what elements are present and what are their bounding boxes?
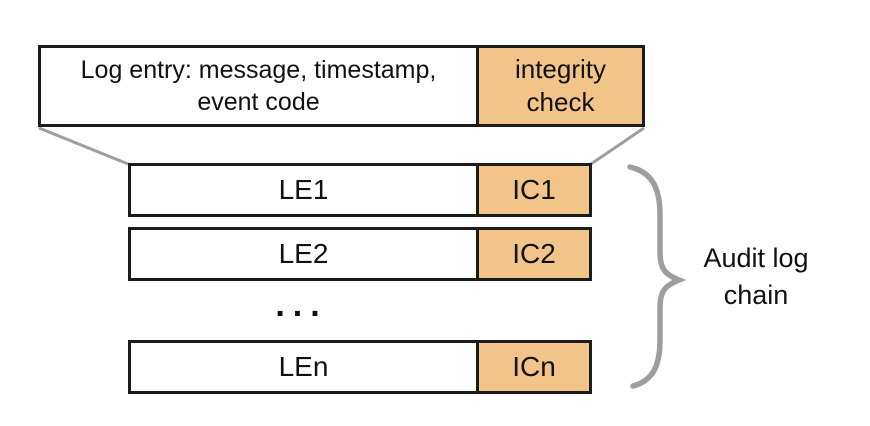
log-entry-cell: LEn [278,351,329,382]
curly-brace [627,164,687,389]
chain-row-1: LE1 IC1 [128,163,592,217]
integrity-check-cell: IC2 [476,230,589,278]
integrity-check-cell: ICn [476,343,589,391]
log-entry-cell: LE1 [278,174,329,205]
chain-row-2: LE2 IC2 [128,227,592,281]
integrity-check-cell: integrity check [476,48,642,124]
integrity-label-line1: integrity [514,54,607,84]
log-entry-detail-box: Log entry: message, timestamp, event cod… [38,45,645,127]
chain-row-n: LEn ICn [128,340,592,394]
callout-line-left [38,126,129,166]
log-entry-label-line2: event code [197,88,320,116]
rows-ellipsis: ... [275,286,328,324]
log-entry-label-line1: Log entry: message, timestamp, [80,56,437,84]
log-entry-fields-cell: Log entry: message, timestamp, event cod… [41,48,476,124]
integrity-label-line2: check [526,87,595,117]
audit-log-chain-label: Audit log chain [703,243,809,310]
integrity-check-cell: IC1 [476,166,589,214]
log-entry-cell: LE2 [278,238,329,269]
callout-line-right [590,126,645,166]
